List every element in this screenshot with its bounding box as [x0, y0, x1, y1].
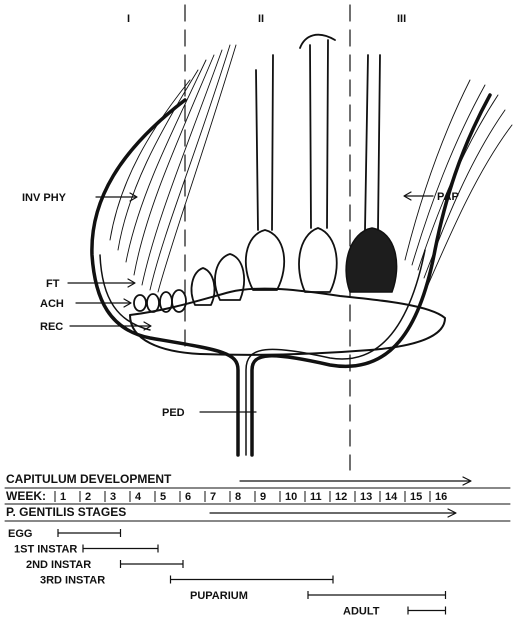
capitulum-development-label: CAPITULUM DEVELOPMENT	[6, 472, 172, 486]
week-number: 15	[410, 491, 422, 503]
week-number: 4	[135, 491, 142, 503]
week-number: 13	[360, 491, 372, 503]
stage-label: EGG	[8, 528, 32, 540]
label-ft: FT	[46, 278, 60, 290]
label-pap: PAP	[437, 191, 459, 203]
week-number: 7	[210, 491, 216, 503]
week-number: 3	[110, 491, 116, 503]
week-number: 14	[385, 491, 398, 503]
stage-label: ADULT	[343, 606, 380, 618]
week-number: 1	[60, 491, 66, 503]
week-number: 2	[85, 491, 91, 503]
label-rec: REC	[40, 321, 63, 333]
infested-floret	[346, 228, 397, 292]
phase-dividers	[185, 5, 350, 470]
stage-label: 3RD INSTAR	[40, 575, 105, 587]
week-number: 5	[160, 491, 166, 503]
week-number: 12	[335, 491, 347, 503]
phase-label-1: I	[127, 13, 130, 25]
week-number: 8	[235, 491, 241, 503]
label-inv-phy: INV PHY	[22, 192, 67, 204]
phase-label-3: III	[397, 13, 406, 25]
week-number: 10	[285, 491, 297, 503]
week-number: 16	[435, 491, 447, 503]
week-label: WEEK:	[6, 489, 46, 503]
phase-label-2: II	[258, 13, 264, 25]
stage-label: PUPARIUM	[190, 590, 248, 602]
week-number: 9	[260, 491, 266, 503]
stage-label: 1ST INSTAR	[14, 544, 77, 556]
stage-label: 2ND INSTAR	[26, 559, 91, 571]
involucre-outline	[92, 95, 490, 455]
label-ach: ACH	[40, 298, 64, 310]
stage-bars: EGG 1ST INSTAR 2ND INSTAR 3RD INSTAR PUPARIU…	[8, 528, 446, 618]
label-ped: PED	[162, 407, 185, 419]
stages-label: P. GENTILIS STAGES	[6, 505, 126, 519]
week-number: 11	[310, 491, 322, 503]
week-number: 6	[185, 491, 191, 503]
